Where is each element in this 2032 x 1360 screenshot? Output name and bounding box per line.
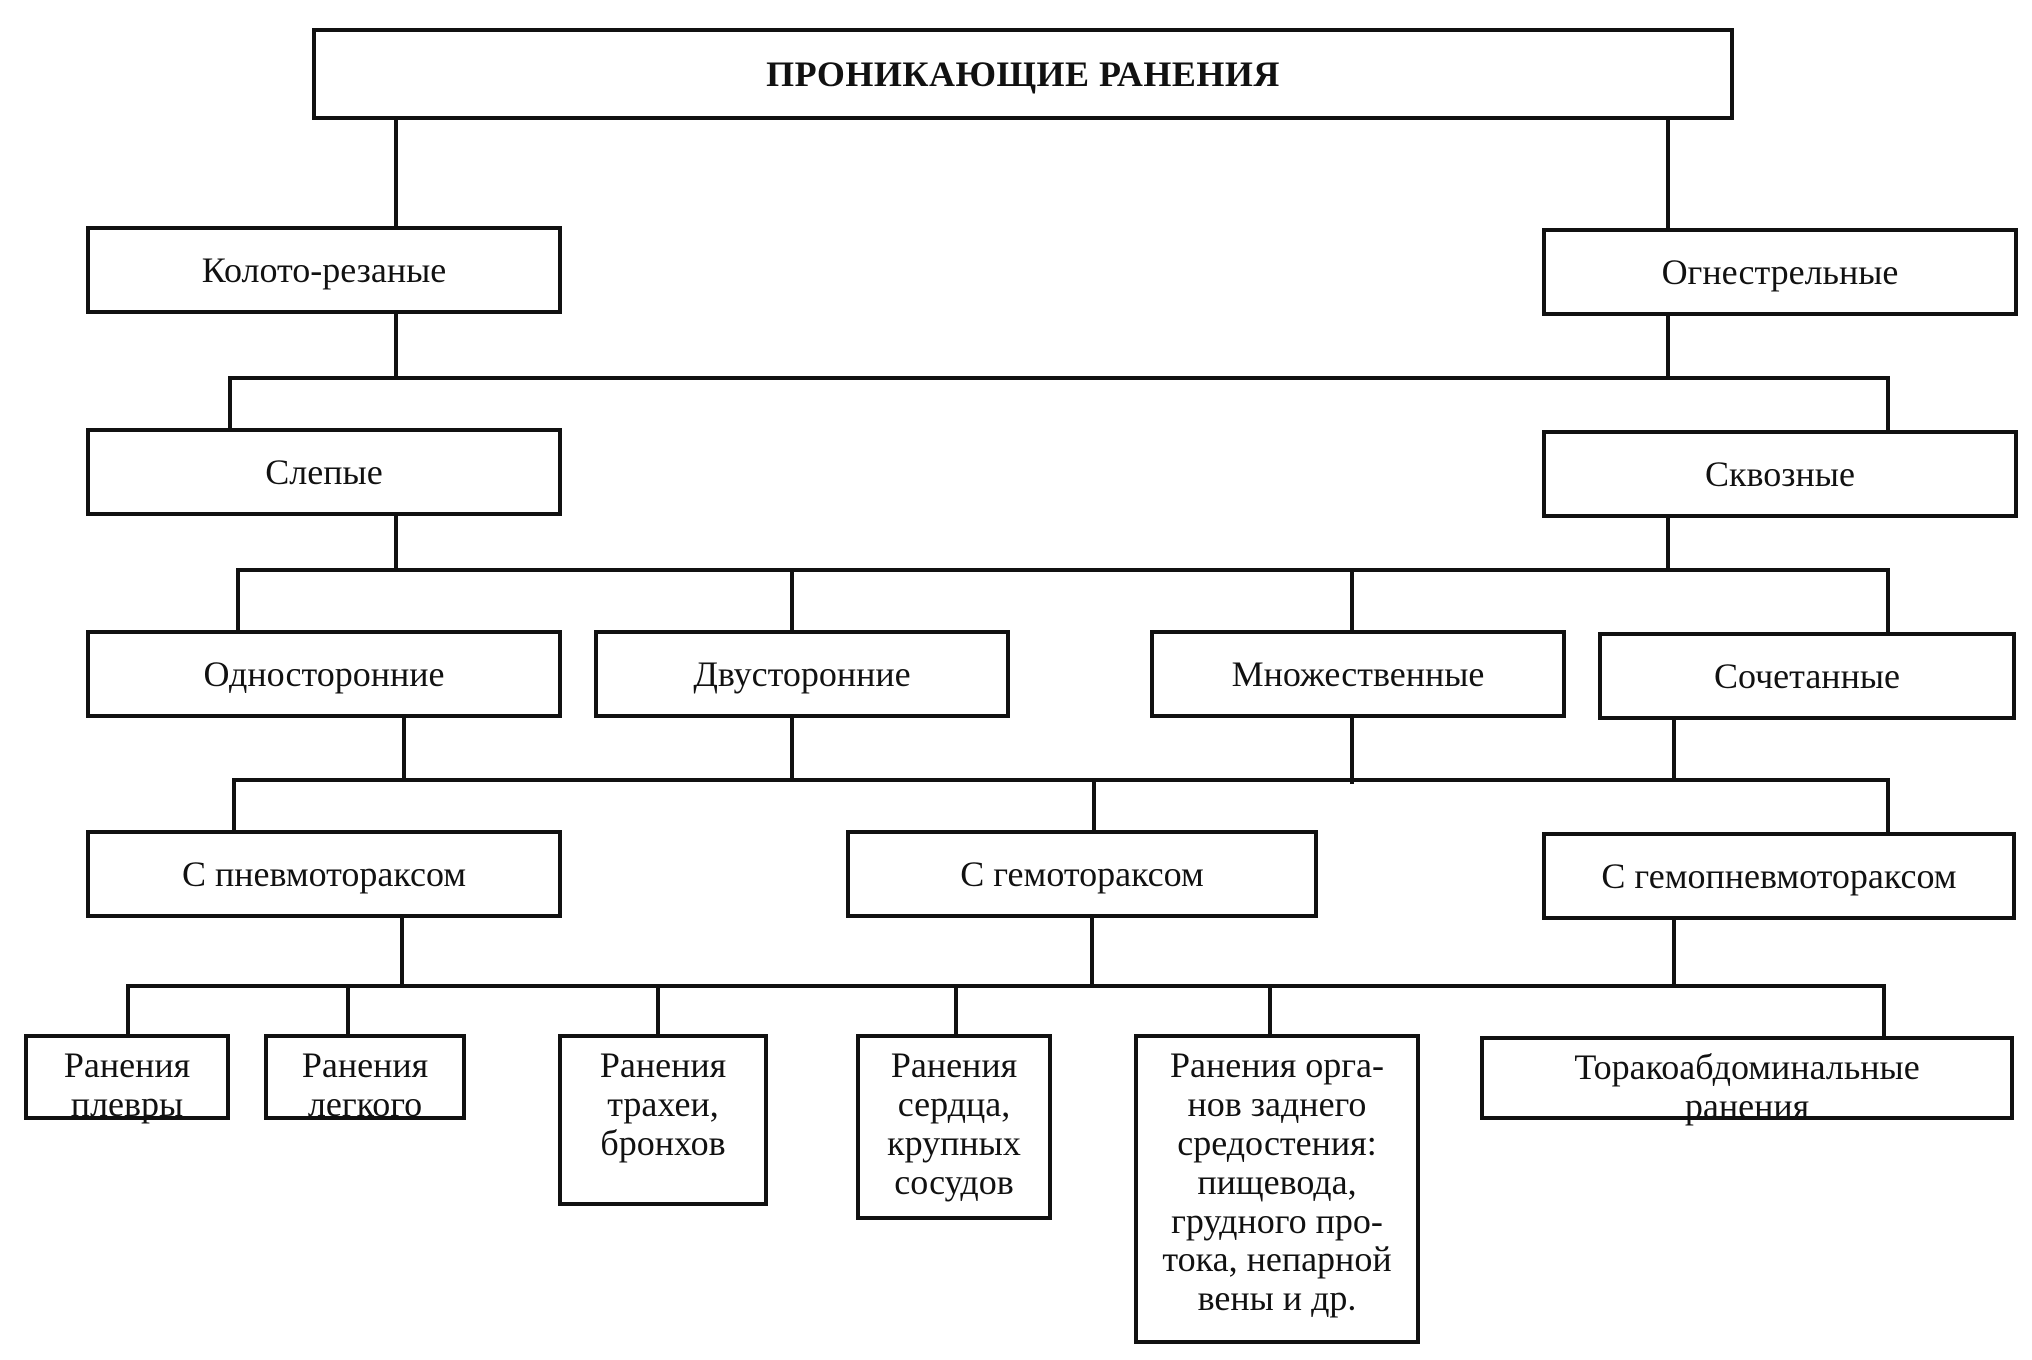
- connector-line: [954, 984, 958, 1036]
- connector-line: [236, 568, 240, 632]
- connector-line: [394, 310, 398, 376]
- connector-line: [1268, 984, 1272, 1036]
- connector-line: [1886, 778, 1890, 834]
- connector-line: [394, 116, 398, 230]
- thoracoabdominal-wounds-node: Торакоабдоминальные ранения: [1480, 1036, 2014, 1125]
- unilateral-node: Односторонние: [86, 630, 562, 718]
- stab-wounds-node: Колото-резаные: [86, 226, 562, 314]
- connector-line: [232, 778, 236, 834]
- root-node: ПРОНИКАЮЩИЕ РАНЕНИЯ: [312, 28, 1734, 120]
- connector-line: [1886, 376, 1890, 430]
- connector-line: [232, 778, 1890, 782]
- through-wounds-node: Сквозные: [1542, 430, 2018, 518]
- lung-wounds-node: Ранения легкого: [264, 1034, 466, 1123]
- connector-line: [126, 984, 130, 1038]
- hemopneumothorax-node: С гемопневмотораксом: [1542, 832, 2016, 920]
- connector-line: [1666, 312, 1670, 378]
- connector-line: [790, 714, 794, 778]
- connector-line: [1092, 778, 1096, 834]
- connector-line: [394, 512, 398, 568]
- connector-line: [1882, 984, 1886, 1040]
- connector-line: [236, 568, 1890, 572]
- combined-node: Сочетанные: [1598, 632, 2016, 720]
- bilateral-node: Двусторонние: [594, 630, 1010, 718]
- blind-wounds-node: Слепые: [86, 428, 562, 516]
- hemothorax-node: С гемотораксом: [846, 830, 1318, 918]
- connector-line: [1090, 914, 1094, 984]
- multiple-node: Множественные: [1150, 630, 1566, 718]
- connector-line: [1666, 514, 1670, 568]
- connector-line: [228, 376, 1890, 380]
- connector-line: [790, 568, 794, 632]
- pleura-wounds-node: Ранения плевры: [24, 1034, 230, 1123]
- posterior-mediastinum-wounds-node: Ранения орга- нов заднего средостения: п…: [1134, 1034, 1420, 1344]
- connector-line: [1672, 916, 1676, 984]
- trachea-bronchi-wounds-node: Ранения трахеи, бронхов: [558, 1034, 768, 1206]
- connector-line: [656, 984, 660, 1036]
- connector-line: [402, 714, 406, 778]
- connector-line: [1350, 714, 1354, 784]
- connector-line: [1886, 568, 1890, 632]
- connector-line: [1350, 568, 1354, 632]
- heart-vessels-wounds-node: Ранения сердца, крупных сосудов: [856, 1034, 1052, 1220]
- connector-line: [1666, 116, 1670, 230]
- connector-line: [1672, 716, 1676, 778]
- pneumothorax-node: С пневмотораксом: [86, 830, 562, 918]
- gunshot-wounds-node: Огнестрельные: [1542, 228, 2018, 316]
- connector-line: [400, 914, 404, 984]
- connector-line: [228, 376, 232, 430]
- connector-line: [126, 984, 1886, 988]
- connector-line: [346, 984, 350, 1038]
